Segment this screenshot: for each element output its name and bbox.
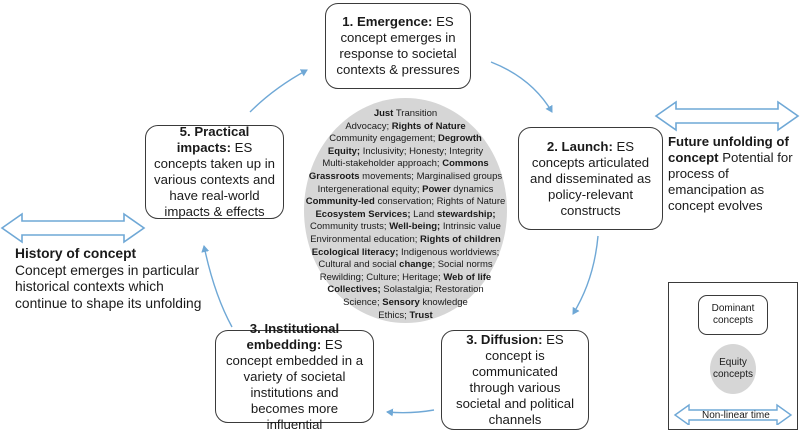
equity-concepts-circle [304, 98, 507, 323]
equity-concept-line: Just Transition [373, 108, 438, 119]
equity-concept-line: Community trusts; Well-being; Intrinsic … [310, 221, 501, 233]
stage-embedding-box: 3. Institutional embedding: ES concept e… [215, 321, 374, 432]
equity-concept-line: Ecological literacy; Indigenous worldvie… [311, 246, 500, 258]
stage-emergence-box: 1. Emergence: ES concept emerges in resp… [325, 3, 471, 89]
history-double-arrow [0, 212, 146, 244]
future-unfolding-text: Future unfolding of concept Potential fo… [668, 134, 793, 213]
equity-concept-line: Equity; Inclusivity; Honesty; Integrity [327, 145, 484, 157]
equity-concept-line: Cultural and social change; Social norms [318, 259, 493, 271]
stage-launch-title: 2. Launch: [546, 138, 613, 154]
stage-impacts-title: 5. Practical impacts: [176, 124, 250, 155]
equity-concept-line: Environmental education; Rights of child… [310, 233, 501, 245]
arrow-embedding-to-impacts [201, 245, 233, 328]
legend-dominant-concepts: Dominant concepts [698, 295, 768, 335]
stage-emergence-text: 1. Emergence: ES concept emerges in resp… [336, 14, 460, 77]
legend-non-linear-time: Non-linear time [702, 410, 770, 421]
stage-embedding-text: 3. Institutional embedding: ES concept e… [225, 320, 364, 432]
equity-concept-line: Advocacy; Rights of Nature [345, 120, 466, 132]
equity-concept-line: Collectives; Solastalgia; Restoration [327, 284, 484, 296]
equity-concept-line: Grassroots movements; Marginalised group… [308, 170, 503, 182]
stage-launch-text: 2. Launch: ES concepts articulated and d… [530, 138, 651, 218]
arrow-diffusion-to-embedding [386, 408, 435, 417]
equity-concept-line: Intergenerational equity; Power dynamics [317, 183, 494, 195]
legend: Dominant concepts Equity concepts Non-li… [668, 282, 798, 430]
equity-concept-line: Rewilding; Culture; Heritage; Web of lif… [319, 271, 492, 283]
stage-diffusion-box: 3. Diffusion: ES concept is communicated… [441, 330, 589, 430]
equity-concept-line: Ecosystem Services; Land stewardship; [315, 208, 496, 220]
history-of-concept-title: History of concept [15, 246, 137, 261]
stage-emergence-title: 1. Emergence: [342, 14, 433, 29]
stage-diffusion-title: 3. Diffusion: [466, 332, 543, 347]
future-unfolding-title: Future unfolding of concept [668, 134, 789, 165]
arrow-impacts-to-emergence [249, 69, 308, 113]
equity-concept-line: Community engagement; Degrowth [329, 133, 482, 145]
stage-diffusion-text: 3. Diffusion: ES concept is communicated… [455, 332, 575, 427]
stage-embedding-title: 3. Institutional embedding: [246, 320, 340, 352]
future-double-arrow [654, 100, 800, 132]
arrow-launch-to-diffusion [572, 235, 599, 315]
legend-double-arrow-icon [673, 403, 793, 425]
stage-impacts-text: 5. Practical impacts: ES concepts taken … [154, 124, 275, 219]
stage-impacts-box: 5. Practical impacts: ES concepts taken … [145, 124, 284, 219]
equity-concept-line: Multi-stakeholder approach; Commons [322, 158, 489, 170]
stage-launch-box: 2. Launch: ES concepts articulated and d… [518, 127, 663, 230]
arrow-emergence-to-launch [490, 61, 553, 113]
history-of-concept-text: History of concept Concept emerges in pa… [15, 246, 215, 312]
equity-concept-line: Community-led conservation; Rights of Na… [305, 196, 506, 208]
legend-equity-concepts: Equity concepts [710, 344, 756, 394]
equity-concept-line: Science; Sensory knowledge [343, 296, 468, 308]
equity-concept-line: Ethics; Trust [378, 309, 433, 321]
history-of-concept-description: Concept emerges in particular historical… [15, 262, 202, 311]
